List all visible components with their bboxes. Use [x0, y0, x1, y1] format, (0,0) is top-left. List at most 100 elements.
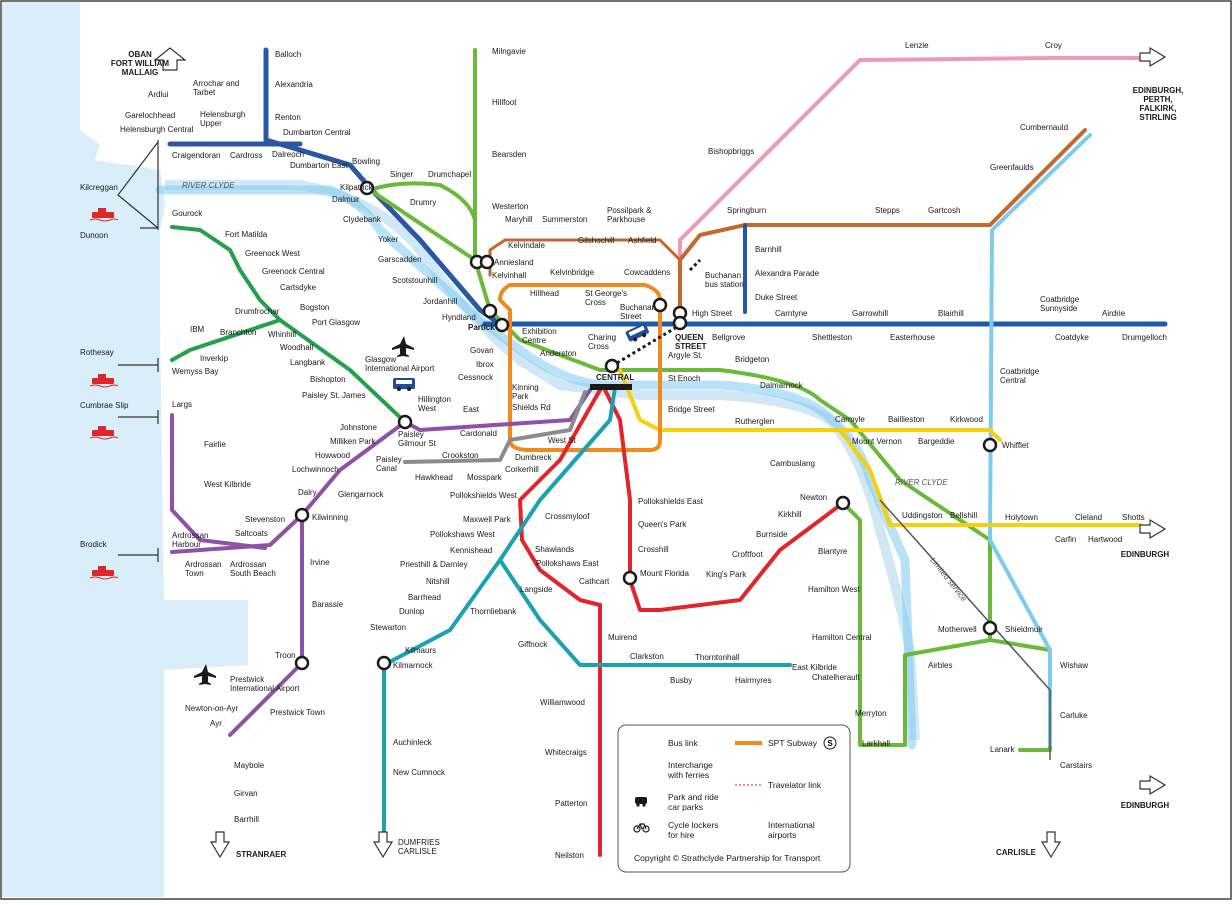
- station-label-line: Clarkston: [630, 652, 664, 661]
- station-label-dunlop: Dunlop: [399, 607, 425, 616]
- station-label-line: Blairhill: [938, 309, 964, 318]
- station-label-line: Uddingston: [902, 511, 942, 520]
- station-label-gilshochill: Gilshochill: [578, 236, 615, 245]
- station-label-thornliebank: Thornliebank: [470, 607, 517, 616]
- station-label-line: Patterton: [555, 799, 587, 808]
- station-label-dalry: Dalry: [298, 488, 317, 497]
- station-label-lochwinnoch: Lochwinnoch: [292, 465, 339, 474]
- station-label-line: Kelvinbridge: [550, 268, 595, 277]
- station-label-line: Whifflet: [1002, 441, 1029, 450]
- station-label-line: Hawkhead: [415, 473, 453, 482]
- station-label-cardonald: Cardonald: [460, 429, 497, 438]
- subway-symbol-letter: S: [827, 739, 833, 748]
- station-label-line: STIRLING: [1139, 113, 1176, 122]
- legend-cycle-line-1: Cycle lockers: [668, 820, 719, 830]
- station-label-line: Central: [1000, 376, 1026, 385]
- legend-ferry-interchange: Interchange with ferries: [667, 760, 715, 780]
- station-label-gourock: Gourock: [172, 209, 203, 218]
- station-label-line: Woodhall: [280, 343, 313, 352]
- station-label-line: Carstairs: [1060, 761, 1092, 770]
- station-label-line: Singer: [390, 170, 413, 179]
- station-label-line: East: [463, 405, 480, 414]
- station-label-line: Kilwinning: [312, 513, 348, 522]
- station-label-garscadden: Garscadden: [378, 255, 422, 264]
- station-label-greenock-central: Greenock Central: [262, 267, 325, 276]
- bus-icon: [393, 378, 415, 391]
- station-label-line: Springburn: [727, 206, 766, 215]
- station-label-line: FORT WILLIAM: [111, 59, 170, 68]
- station-label-line: Prestwick Town: [270, 708, 325, 717]
- station-label-line: Cambuslang: [770, 459, 815, 468]
- station-label-scotstounhill: Scotstounhill: [392, 276, 438, 285]
- station-label-line: Cardross: [230, 151, 262, 160]
- station-label-line: Barrhead: [408, 593, 441, 602]
- station-label-maryhill: Maryhill: [505, 215, 533, 224]
- station-label-line: Charing: [588, 333, 616, 342]
- station-label-kilcreggan: Kilcreggan: [80, 183, 118, 192]
- station-label-line: Inverkip: [200, 354, 229, 363]
- station-label-line: Hamilton West: [808, 585, 861, 594]
- station-label-busby: Busby: [670, 676, 692, 685]
- station-label-line: Howwood: [315, 451, 350, 460]
- station-label-line: Lochwinnoch: [292, 465, 339, 474]
- rail-line-cathcart-circle: [518, 388, 602, 607]
- station-label-line: Shotts: [1122, 513, 1145, 522]
- station-label-edinburgh-perth: EDINBURGH,PERTH,FALKIRK,STIRLING: [1133, 86, 1184, 122]
- station-label-barrhill: Barrhill: [234, 815, 259, 824]
- station-label-stepps: Stepps: [875, 206, 900, 215]
- station-label-line: Port Glasgow: [312, 318, 360, 327]
- station-label-line: Brodick: [80, 540, 108, 549]
- station-label-pollokshaws-west: Pollokshaws West: [430, 530, 496, 539]
- station-label-johnstone: Johnstone: [340, 423, 377, 432]
- station-label-williamwood: Williamwood: [540, 698, 585, 707]
- station-label-line: Bishopton: [310, 375, 346, 384]
- station-label-line: Town: [185, 569, 204, 578]
- rail-line-argyle-line: [610, 364, 1002, 442]
- station-label-wishaw: Wishaw: [1060, 661, 1088, 670]
- station-label-line: Stewarton: [370, 623, 406, 632]
- station-label-line: Street: [620, 312, 642, 321]
- station-label-line: Helensburgh Central: [120, 125, 194, 134]
- station-label-line: FALKIRK,: [1140, 104, 1177, 113]
- interchange-marker: [482, 303, 498, 319]
- station-label-line: Glasgow: [365, 355, 396, 364]
- station-label-line: Stepps: [875, 206, 900, 215]
- station-label-muirend: Muirend: [608, 633, 637, 642]
- station-label-line: Larkhall: [862, 739, 890, 748]
- station-label-line: Govan: [470, 346, 494, 355]
- station-label-line: Shettleston: [812, 333, 852, 342]
- station-label-line: Cardonald: [460, 429, 497, 438]
- station-label-kirkhill: Kirkhill: [778, 510, 802, 519]
- station-label-greenock-west: Greenock West: [245, 249, 301, 258]
- station-label-line: CARLISLE: [996, 848, 1037, 857]
- station-label-shields-rd: Shields Rd: [512, 403, 551, 412]
- station-label-queens-park: Queen's Park: [638, 520, 687, 529]
- central-station-bar: [590, 384, 632, 390]
- station-label-line: Bridgeton: [735, 355, 769, 364]
- station-label-line: Wishaw: [1060, 661, 1088, 670]
- station-label-brodick: Brodick: [80, 540, 108, 549]
- station-label-line: Largs: [172, 400, 192, 409]
- station-label-blantyre: Blantyre: [818, 547, 848, 556]
- station-label-hillfoot: Hillfoot: [492, 98, 517, 107]
- rail-line-paisley-canal: [403, 390, 587, 464]
- station-label-line: Paisley: [398, 430, 424, 439]
- station-label-crosshill: Crosshill: [638, 545, 669, 554]
- station-label-line: Cartsdyke: [280, 283, 317, 292]
- station-label-hartwood: Hartwood: [1088, 535, 1122, 544]
- station-label-line: Ardrossan: [230, 560, 266, 569]
- station-label-line: Burnside: [756, 530, 788, 539]
- station-label-line: QUEEN: [675, 333, 704, 342]
- ferry-icon: [89, 208, 119, 222]
- station-label-line: Hamilton Central: [812, 633, 872, 642]
- station-label-line: Drumgelloch: [1122, 333, 1167, 342]
- station-label-hawkhead: Hawkhead: [415, 473, 453, 482]
- station-label-line: Westerton: [492, 202, 528, 211]
- station-label-line: Queen's Park: [638, 520, 687, 529]
- station-label-line: Dumbarton East: [290, 161, 349, 170]
- station-label-garrowhill: Garrowhill: [852, 309, 888, 318]
